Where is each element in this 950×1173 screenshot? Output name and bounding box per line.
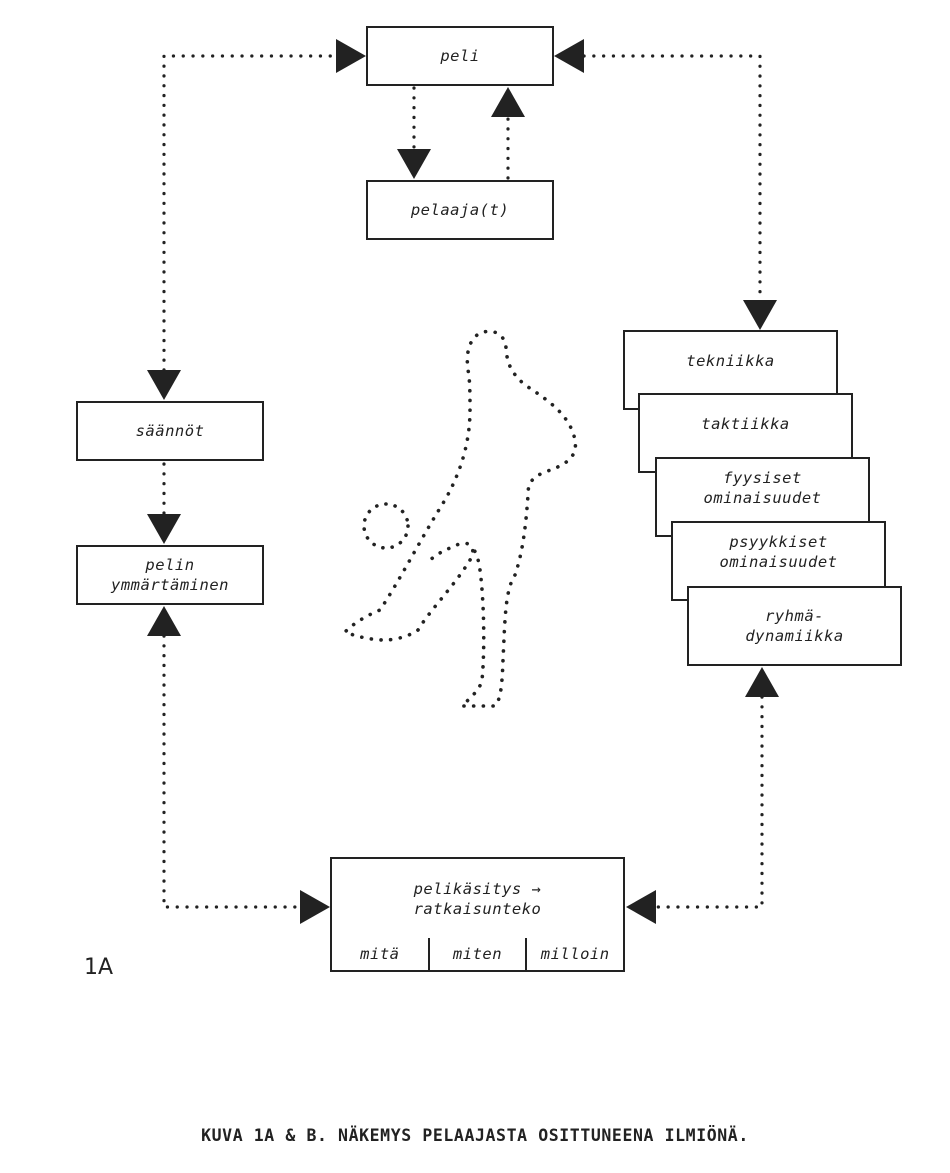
arrowhead-into-ryhmadynamiikka [745,667,779,697]
node-ryhmadynamiikka: ryhmä- dynamiikka [687,586,902,666]
node-pelaajat: pelaaja(t) [366,180,554,240]
node-label: pelaaja(t) [410,201,510,219]
node-label-line-2: ratkaisunteko [413,899,542,918]
node-label-line-1: psyykkiset [729,533,828,551]
player-illustration-body [341,329,578,708]
node-label: taktiikka [701,415,790,433]
node-label-line-1: pelin [145,556,195,574]
sub-cell-mita: mitä [332,938,430,970]
node-label-line-1: ryhmä- [765,607,824,625]
node-pelikasitys: pelikäsitys → ratkaisunteko [330,857,625,940]
arrowhead-into-pelikasitys-right [626,890,656,924]
arrowhead-into-pelaajat [397,149,431,179]
figure-caption: KUVA 1A & B. NÄKEMYS PELAAJASTA OSITTUNE… [201,1126,749,1145]
arrowhead-into-pelin-ymmartaminen [147,514,181,544]
node-label-line-2: ymmärtäminen [111,576,229,594]
node-label-line-2: ominaisuudet [719,553,838,571]
node-label: tekniikka [686,352,775,370]
arrowhead-into-peli-right [554,39,584,73]
node-saannot: säännöt [76,401,264,461]
sub-cell-miten: miten [430,938,528,970]
node-pelin-ymmartaminen: pelin ymmärtäminen [76,545,264,605]
node-label-line-1: pelikäsitys → [413,879,542,898]
arrowhead-into-tekniikka [743,300,777,330]
edge-saannot-peli [162,54,338,372]
pelikasitys-subrow: mitä miten milloin [330,938,625,972]
ball-illustration [362,502,410,550]
node-peli: peli [366,26,554,86]
arrowhead-into-peli-bottom [491,87,525,117]
arrowhead-into-pelikasitys-left [300,890,330,924]
sub-cell-milloin: milloin [540,945,610,963]
node-label-line-1: fyysiset [723,469,802,487]
node-label-line-2: ominaisuudet [703,489,822,507]
figure-label: 1A [84,955,114,980]
node-label: peli [440,47,480,65]
edge-ryhmadynamiikka-pelikasitys [654,695,764,909]
edge-pelin-ymmartaminen-pelikasitys [162,634,302,909]
arrowhead-into-saannot [147,370,181,400]
arrowhead-into-peli-left [336,39,366,73]
node-label-line-2: dynamiikka [745,627,844,645]
arrowhead-into-pelin-ymmartaminen-bottom [147,606,181,636]
node-label: säännöt [135,422,205,440]
edge-peli-tekniikka [582,54,762,302]
